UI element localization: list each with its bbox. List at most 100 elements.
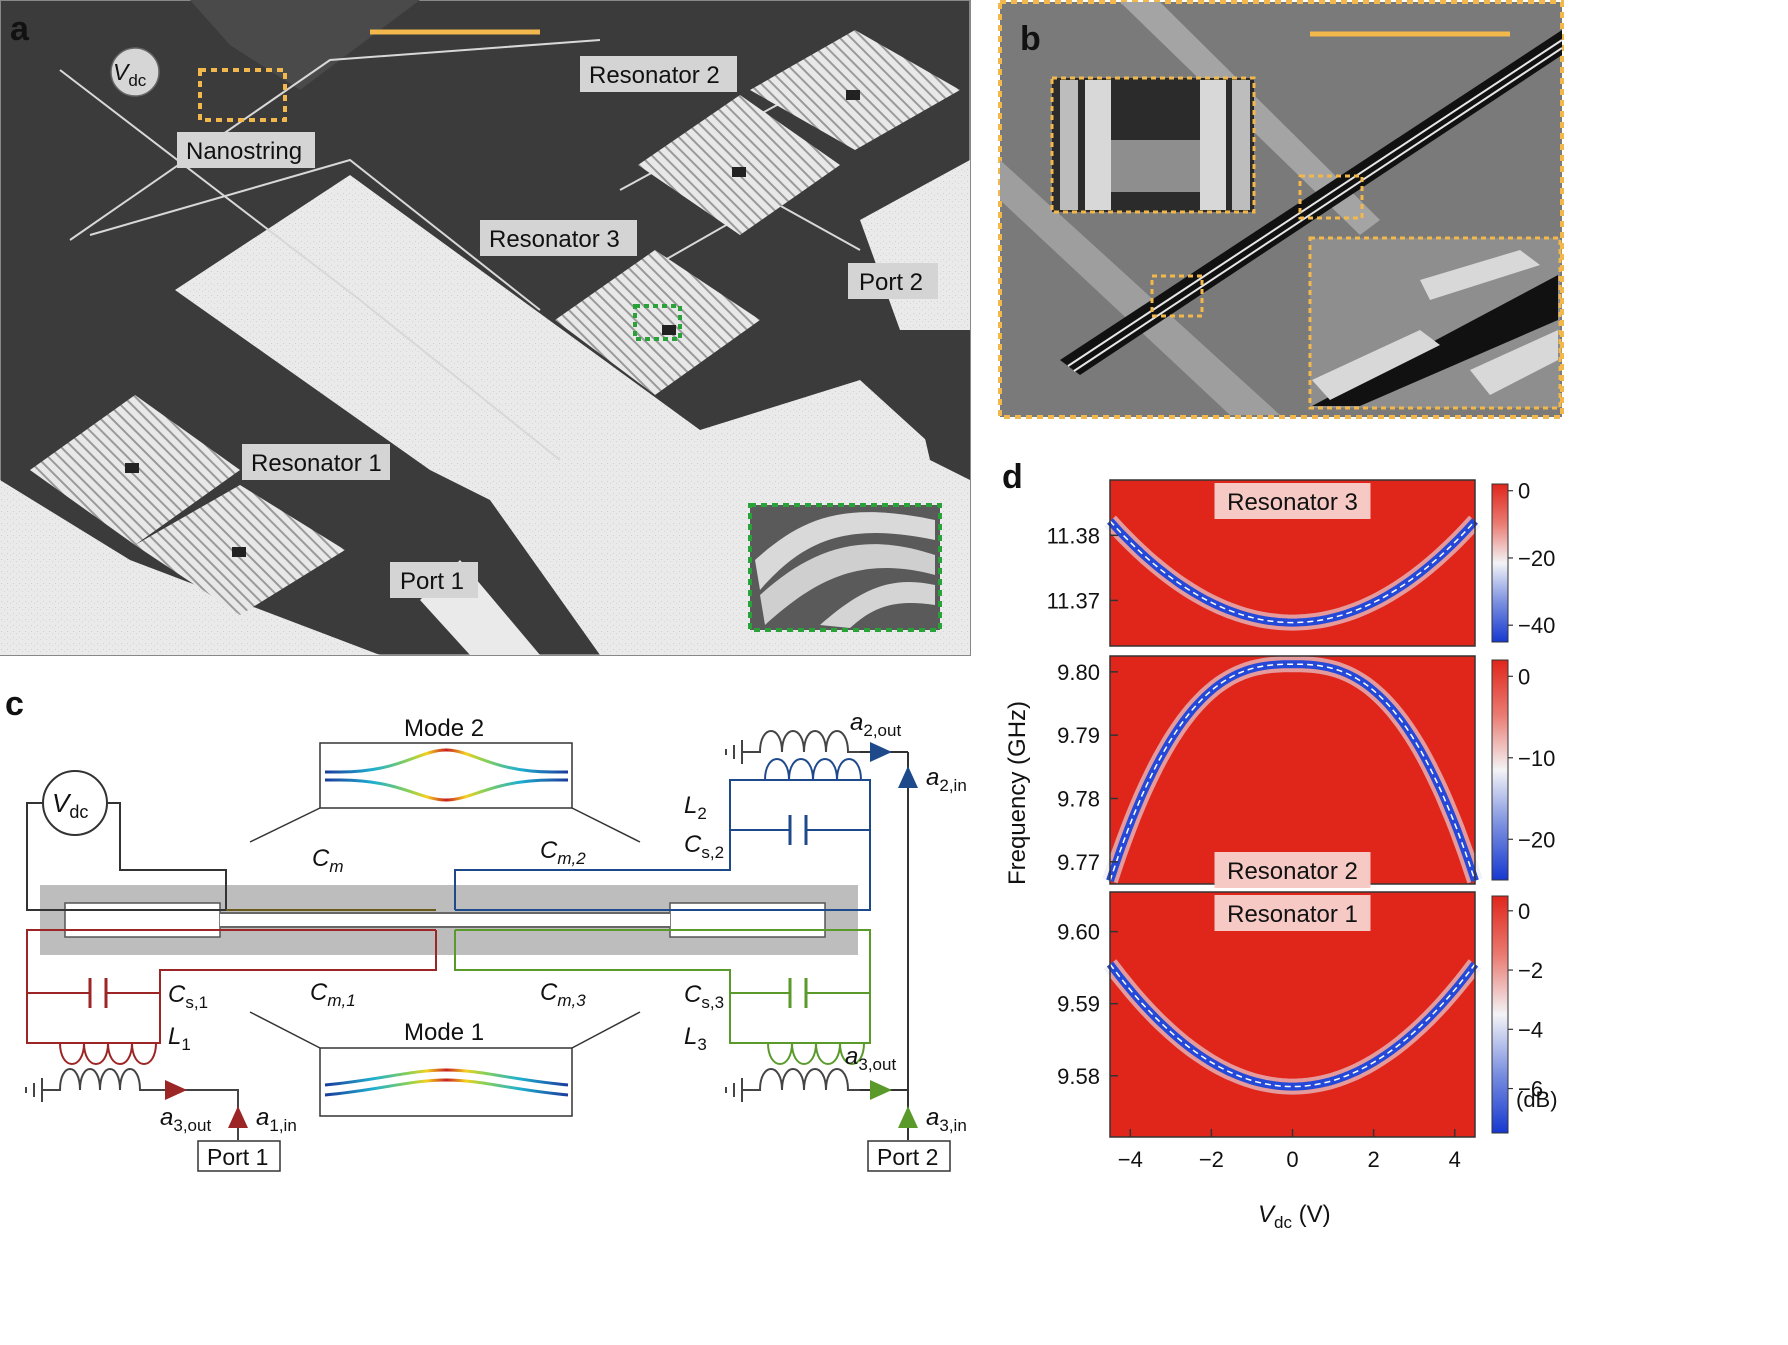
resonator2-label: Resonator 2 [589, 62, 720, 89]
panel-a-letter: a [10, 10, 30, 48]
nanostring-label-bg [177, 132, 315, 168]
y-tick-label-2-2: 9.78 [1057, 787, 1100, 812]
arrow-a3out-left [165, 1080, 187, 1100]
cm1-label: Cm,1 [310, 979, 356, 1010]
cs1-label: Cs,1 [168, 981, 208, 1012]
cm3-label: Cm,3 [540, 979, 586, 1010]
y-tick-label-2-3: 9.77 [1057, 850, 1100, 875]
arrow-a2out [870, 742, 892, 762]
arrow-a3out [870, 1080, 892, 1100]
y-tick-label-3-1: 9.59 [1057, 992, 1100, 1017]
cs2-label: Cs,2 [684, 831, 724, 862]
nanostring-beam [1067, 39, 1563, 367]
mode2-shape-top [325, 748, 568, 774]
port2-finger [900, 330, 970, 480]
y-tick-label-2-0: 9.80 [1057, 660, 1100, 685]
inductor-l3 [767, 1042, 865, 1065]
electrode-diagonal [1000, 160, 1280, 415]
panel-c-letter: c [5, 685, 24, 723]
resonator-label-bg-1 [1214, 483, 1371, 519]
mode1-box [319, 1047, 573, 1117]
resonator-label-d-3: Resonator 1 [1227, 901, 1358, 928]
a3out-label-right: a3,out [845, 1043, 896, 1074]
mode1-label: Mode 1 [404, 1019, 484, 1046]
inset-b2 [1308, 236, 1562, 410]
port2-label-bg [848, 263, 938, 299]
inset-b1 [1050, 76, 1256, 214]
port2-box-label: Port 2 [877, 1144, 938, 1170]
mode2-shape-bottom [325, 778, 568, 802]
vdc-probe-marker [110, 47, 160, 97]
colorbar-tick-label-3-1: −2 [1518, 958, 1543, 983]
vdc-wires [26, 802, 227, 911]
y-tick-label-3-2: 9.58 [1057, 1064, 1100, 1089]
resonator1-label-bg [242, 444, 390, 480]
l2-label: L2 [684, 792, 707, 823]
inset-airbridge [748, 503, 942, 632]
colorbar-2 [1491, 659, 1509, 881]
port1-label: Port 1 [400, 568, 464, 595]
colorbar-tick-label-2-2: −20 [1518, 827, 1555, 852]
colorbar-unit-label: (dB) [1516, 1087, 1558, 1112]
port1-box [197, 1140, 281, 1172]
panel-a: a Vdc Nanostring Resonator 2 Resonator 3… [0, 0, 971, 656]
port2-box [867, 1140, 951, 1172]
a1in-label: a1,in [256, 1104, 297, 1135]
cm-label: Cm [312, 845, 344, 876]
a3out-label-left: a3,out [160, 1104, 211, 1135]
zoom-box-small-2 [1298, 174, 1364, 220]
cs3-label: Cs,3 [684, 981, 724, 1012]
panel-c: c Vdc Mode 2 [5, 685, 967, 1172]
port1-label-bg [390, 562, 478, 598]
arrow-a3in [898, 1106, 918, 1128]
heatmap-background-3 [1110, 892, 1475, 1137]
fit-curve-1 [1109, 520, 1476, 624]
fit-curve-2 [1109, 663, 1476, 882]
x-tick-label-1: −2 [1199, 1147, 1224, 1172]
mode1-shape-top [324, 1068, 569, 1087]
ground-plane-top [190, 0, 420, 90]
colorbar-tick-label-3-3: −6 [1518, 1077, 1543, 1102]
resonator3-wiring [454, 929, 871, 1044]
colorbar-tick-label-1-2: −40 [1518, 613, 1555, 638]
electrode-right [669, 902, 826, 938]
resonator2-lower [638, 95, 840, 235]
arrow-a2in [898, 766, 918, 788]
port2-label: Port 2 [859, 269, 923, 296]
a2in-label: a2,in [926, 764, 967, 795]
vdc-probe-label: Vdc [113, 59, 147, 90]
resonator2-wiring [454, 779, 871, 911]
panel-d: d Frequency (GHz) Vdc (V) Resonator 311.… [1002, 458, 1558, 1232]
colorbar-tick-label-1-1: −20 [1518, 546, 1555, 571]
colorbar-3 [1491, 895, 1509, 1134]
y-tick-label-3-0: 9.60 [1057, 920, 1100, 945]
inductor-out3 [742, 1068, 860, 1091]
x-tick-label-2: 0 [1286, 1147, 1298, 1172]
resonator3-label-bg [480, 220, 637, 256]
cm2-label: Cm,2 [540, 837, 586, 868]
x-tick-label-4: 4 [1449, 1147, 1461, 1172]
panel-b: b [998, 0, 1564, 419]
resonator3-zoom-box [633, 304, 682, 341]
y-axis-label: Frequency (GHz) [1004, 701, 1031, 885]
y-tick-label-1-0: 11.38 [1047, 523, 1100, 548]
resonator-label-bg-2 [1214, 852, 1371, 888]
panel-d-letter: d [1002, 458, 1023, 496]
electrode-left [64, 902, 221, 938]
colorbar-tick-label-1-0: 0 [1518, 479, 1530, 504]
inductor-out1 [42, 1068, 239, 1140]
l1-label: L1 [168, 1023, 191, 1054]
heatmap-background-2 [1110, 656, 1475, 884]
resonator-label-d-1: Resonator 3 [1227, 489, 1358, 516]
wire-lines [59, 39, 861, 461]
mode1-shape-bottom [324, 1078, 569, 1097]
left-ground [0, 480, 380, 655]
heatmap-frame-1 [1109, 479, 1476, 647]
inductor-out2 [742, 730, 860, 753]
resonator2-label-bg [580, 56, 737, 92]
nanostring-label: Nanostring [186, 138, 302, 165]
resonator-label-bg-3 [1214, 895, 1371, 931]
a2out-label: a2,out [850, 709, 901, 740]
l3-label: L3 [684, 1023, 707, 1054]
